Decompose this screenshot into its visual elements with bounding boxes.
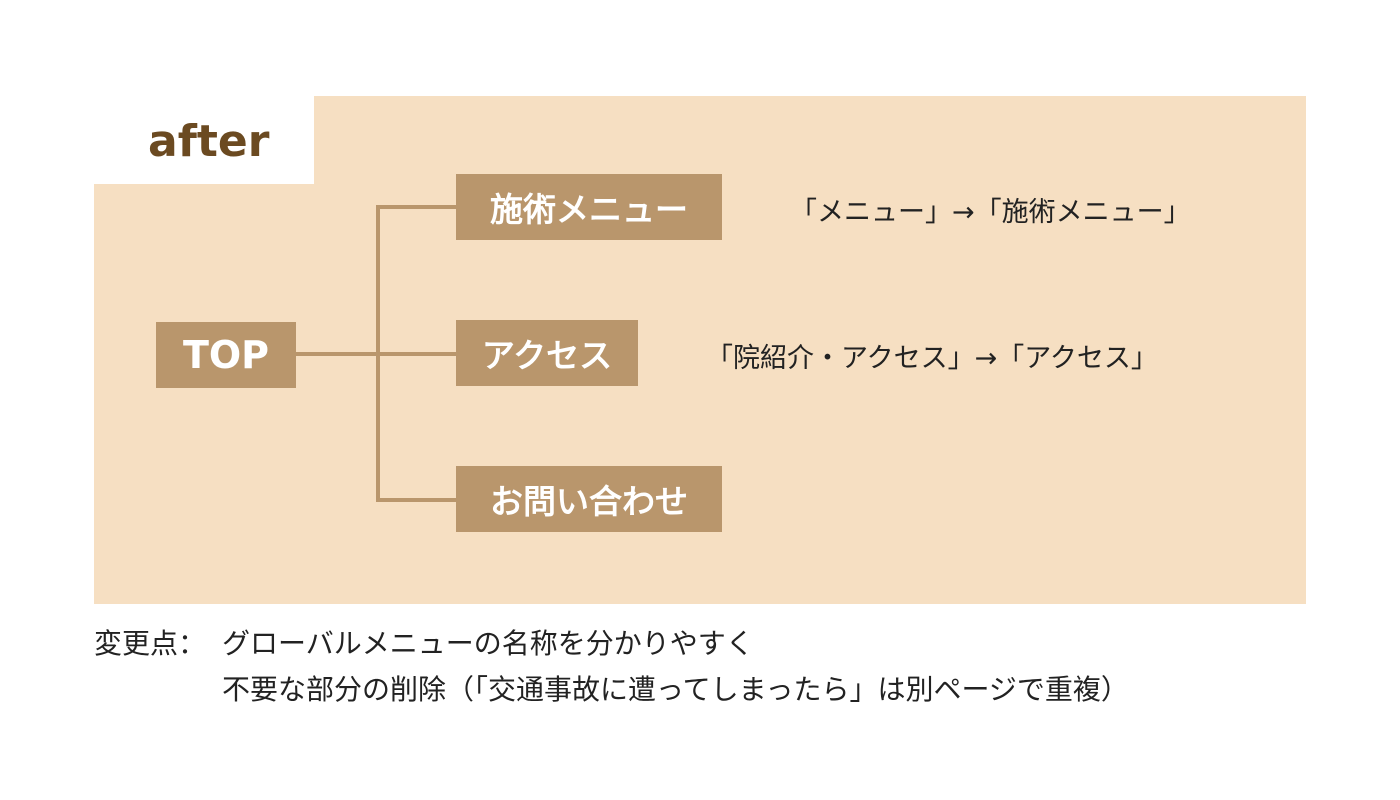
changes-label: 変更点：: [94, 627, 207, 660]
note-access-rename: 「院紹介・アクセス」→「アクセス」: [706, 343, 1158, 374]
diagram-panel-tab: [314, 96, 1306, 186]
changes-line-2: 不要な部分の削除（「交通事故に遭ってしまったら」は別ページで重複）: [222, 673, 1129, 706]
node-contact: お問い合わせ: [456, 466, 722, 532]
note-menu-rename: 「メニュー」→「施術メニュー」: [790, 197, 1191, 228]
diagram-panel: [94, 184, 1306, 604]
node-access: アクセス: [456, 320, 638, 386]
node-menu: 施術メニュー: [456, 174, 722, 240]
node-top: TOP: [156, 322, 296, 388]
section-label: after: [148, 116, 270, 167]
changes-caption: 変更点： グローバルメニューの名称を分かりやすく 不要な部分の削除（「交通事故に…: [94, 622, 1314, 722]
changes-line-1: グローバルメニューの名称を分かりやすく: [222, 627, 754, 660]
